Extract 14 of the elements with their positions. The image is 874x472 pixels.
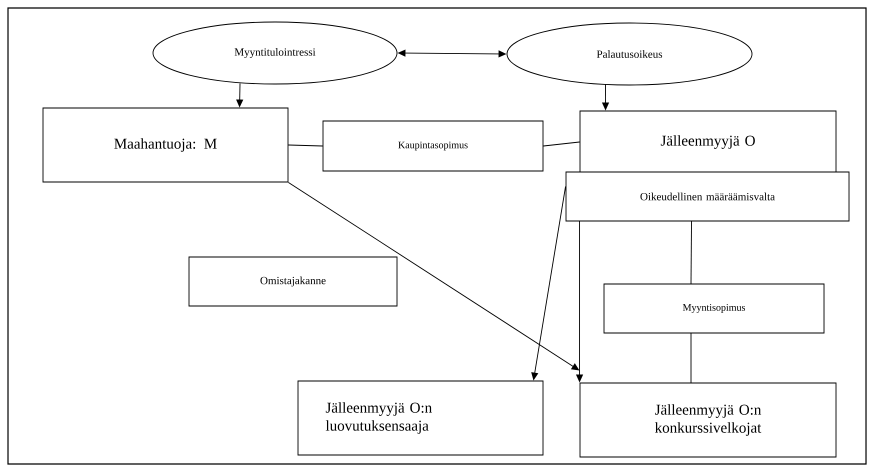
text-box: Maahantuoja: M — [42, 108, 288, 182]
text-box: Jälleenmyyjä O — [580, 110, 836, 174]
text-box: Jälleenmyyjä O:n konkurssivelkojat — [580, 382, 836, 458]
text-box: Myyntisopimus — [604, 284, 824, 334]
connector-line — [543, 142, 580, 146]
connector-line — [690, 333, 692, 383]
text-box: Omistajakanne — [188, 256, 398, 306]
text-box: Oikeudellinen määräämisvalta — [566, 172, 850, 222]
text-box: Jälleenmyyjä O:n luovutuksensaaja — [298, 380, 544, 456]
connector-line — [690, 221, 692, 284]
ellipse-node: Myyntitulointressi — [152, 22, 398, 84]
text-box: Kaupintasopimus — [322, 120, 544, 172]
ellipse-node: Palautusoikeus — [506, 22, 752, 86]
connector-line — [288, 144, 323, 146]
